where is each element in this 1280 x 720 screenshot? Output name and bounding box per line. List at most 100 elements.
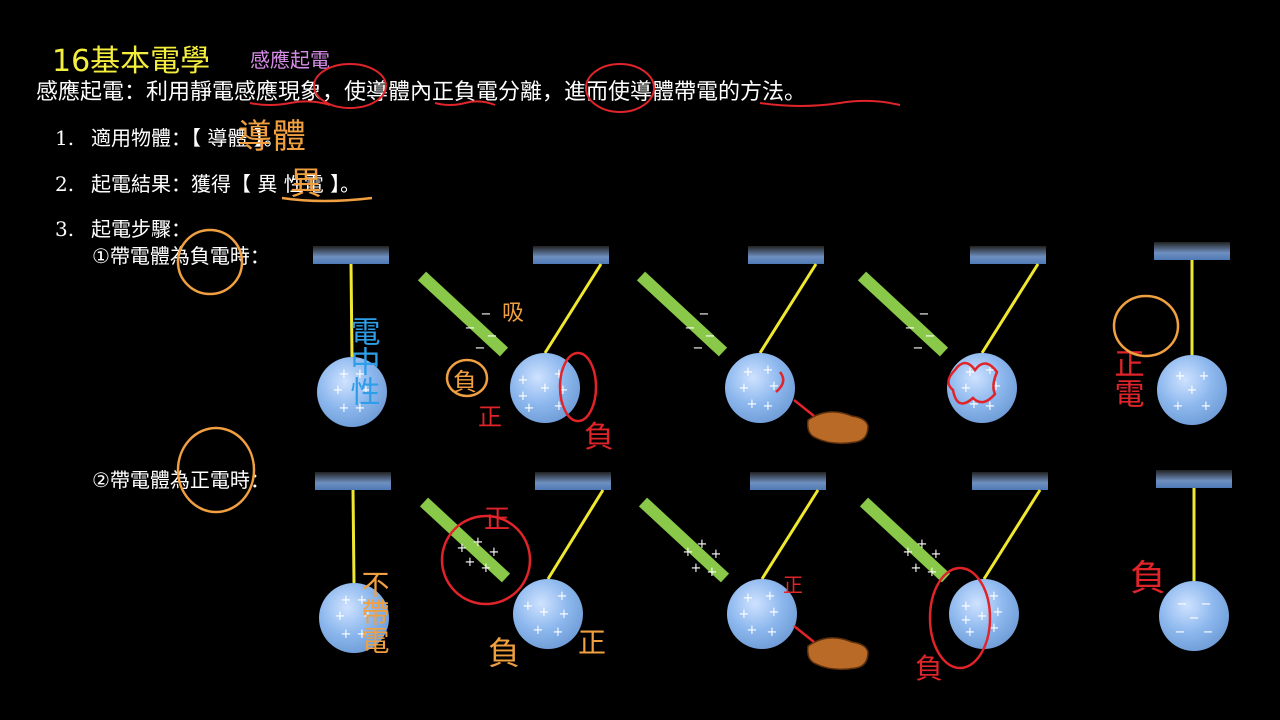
rod-charge: − bbox=[465, 321, 476, 336]
rod-charge: + bbox=[465, 555, 476, 570]
ball-charge: − bbox=[1175, 625, 1186, 640]
charged-rod bbox=[636, 271, 728, 357]
conductor-ball bbox=[1159, 581, 1229, 651]
rod-charge: + bbox=[481, 561, 492, 576]
thread bbox=[349, 263, 354, 358]
charged-rod bbox=[419, 497, 511, 583]
station-5: +++++ bbox=[1154, 242, 1230, 425]
page-title: 16基本電學 bbox=[52, 44, 211, 79]
conductor-ball bbox=[319, 583, 389, 653]
rod-charge: − bbox=[693, 341, 704, 356]
ball-charge: + bbox=[965, 625, 976, 640]
ball-charge: + bbox=[1199, 369, 1210, 384]
ball-charge: + bbox=[559, 607, 570, 622]
rod-charge: − bbox=[913, 341, 924, 356]
ball-charge: − bbox=[1201, 597, 1212, 612]
item-2: 2.起電結果：獲得【 異 性電 】。 bbox=[55, 168, 360, 197]
ball-charge: + bbox=[743, 365, 754, 380]
ball-charge: + bbox=[357, 627, 368, 642]
conductor-ball bbox=[947, 353, 1017, 423]
ball-charge: + bbox=[539, 605, 550, 620]
rod-charge: + bbox=[917, 537, 928, 552]
thread bbox=[980, 263, 1040, 354]
rod-charge: + bbox=[691, 561, 702, 576]
charged-rod bbox=[859, 497, 951, 583]
ball-charge: + bbox=[518, 373, 529, 388]
rod-charge: + bbox=[683, 545, 694, 560]
station-1: ++++++ bbox=[315, 472, 391, 653]
rod-charge: + bbox=[911, 561, 922, 576]
station-3: ++++++−−−− bbox=[636, 246, 869, 445]
ball-charge: + bbox=[763, 399, 774, 414]
support-bar bbox=[533, 246, 609, 264]
ball-charge: + bbox=[739, 381, 750, 396]
rod-charge: + bbox=[711, 547, 722, 562]
ball-charge: + bbox=[969, 397, 980, 412]
thread bbox=[982, 489, 1042, 580]
rod-charge: + bbox=[931, 547, 942, 562]
rod-charge: − bbox=[481, 307, 492, 322]
charged-rod bbox=[638, 497, 730, 583]
ball-charge: + bbox=[769, 379, 780, 394]
conductor-ball bbox=[727, 579, 797, 649]
ball-charge: + bbox=[524, 401, 535, 416]
item-handwriting bbox=[176, 196, 373, 514]
ball-charge: + bbox=[361, 383, 372, 398]
station-1: ++++++ bbox=[313, 246, 389, 427]
ball-charge: − bbox=[1203, 625, 1214, 640]
support-bar bbox=[1156, 470, 1232, 488]
ball-charge: + bbox=[961, 599, 972, 614]
ball-charge: + bbox=[339, 367, 350, 382]
ball-charge: + bbox=[523, 599, 534, 614]
page-subtitle: 感應起電 bbox=[250, 48, 330, 72]
ball-charge: + bbox=[977, 609, 988, 624]
ball-charge: + bbox=[989, 621, 1000, 636]
note-pos-charge: 正電 bbox=[1109, 348, 1144, 408]
ball-charge: + bbox=[540, 381, 551, 396]
support-bar bbox=[1154, 242, 1230, 260]
ground-hand bbox=[793, 399, 869, 445]
item-2-number: 2. bbox=[55, 172, 75, 196]
rod-charge: + bbox=[697, 537, 708, 552]
note2-neg: 負 bbox=[488, 634, 520, 672]
ball-charge: − bbox=[1189, 611, 1200, 626]
station-2: +++++++++++ bbox=[419, 472, 611, 649]
ball-charge: + bbox=[993, 605, 1004, 620]
ball-charge: + bbox=[767, 625, 778, 640]
charged-rod bbox=[857, 271, 949, 357]
item-1-text: 適用物體：【 導體 】。 bbox=[91, 126, 284, 150]
ball-charge: + bbox=[1201, 399, 1212, 414]
ball-charge: + bbox=[557, 589, 568, 604]
station-3: +++++++++++ bbox=[638, 472, 869, 671]
ball-charge: + bbox=[357, 593, 368, 608]
rod-charge: − bbox=[699, 307, 710, 322]
ball-charge: + bbox=[961, 381, 972, 396]
support-bar bbox=[750, 472, 826, 490]
ball-charge: + bbox=[747, 397, 758, 412]
ball-charge: + bbox=[518, 389, 529, 404]
rod-charge: + bbox=[489, 545, 500, 560]
item-1: 1. 適用物體：【 導體 】。 bbox=[55, 122, 284, 151]
conductor-ball bbox=[513, 579, 583, 649]
item-3-text: 起電步驟： bbox=[91, 217, 191, 241]
support-bar bbox=[970, 246, 1046, 264]
ball-charge: + bbox=[553, 625, 564, 640]
station-4: ++++++−−−− bbox=[857, 246, 1046, 423]
item-1-number: 1. bbox=[55, 126, 75, 150]
ground-arrow bbox=[793, 399, 815, 417]
hand-shape bbox=[806, 411, 869, 445]
station-5: −−−−− bbox=[1156, 470, 1232, 651]
ball-charge: + bbox=[1187, 383, 1198, 398]
ball-charge: + bbox=[1175, 369, 1186, 384]
thread bbox=[351, 489, 356, 584]
ball-charge: + bbox=[335, 609, 346, 624]
ground-arrow bbox=[793, 625, 815, 643]
item-3: 3.起電步驟： bbox=[55, 213, 191, 242]
note2-uncharged: 不帶電 bbox=[358, 570, 391, 654]
note2-neg-2: 負 bbox=[915, 652, 943, 685]
ball-charge: + bbox=[333, 383, 344, 398]
ball-charge: + bbox=[743, 591, 754, 606]
note2-pos-2: 正 bbox=[578, 626, 606, 659]
rod-charge: − bbox=[905, 321, 916, 336]
